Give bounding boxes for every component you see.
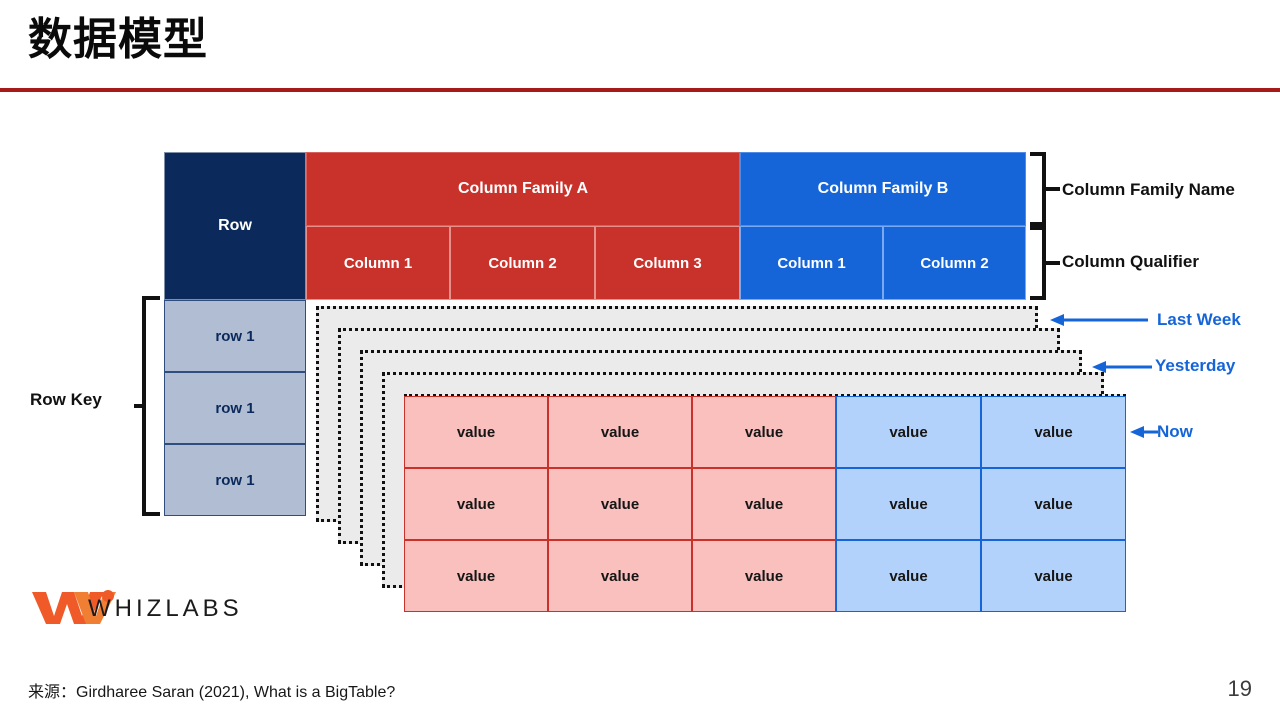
row-header-cell: Row [164,152,306,300]
page-number: 19 [1227,676,1252,701]
value-cell: value [404,468,548,540]
column-header-table: Row Column Family A Column Family B Colu… [164,152,1026,300]
timeline-label-yesterday: Yesterday [1155,356,1236,375]
title-divider [0,88,1280,92]
row-key-label: Row Key [30,390,102,409]
column-qualifier-cell: Column 3 [595,226,740,300]
whizlabs-logo-text: WHIZLABS [88,595,243,622]
value-cell: value [692,468,836,540]
value-cell: value [692,540,836,612]
timeline-label-last-week: Last Week [1157,310,1241,329]
now-arrow-icon [1130,426,1158,438]
row-key-cell: row 1 [164,444,306,516]
value-cell: value [836,396,981,468]
column-family-a-header: Column Family A [306,152,740,226]
value-cell: value [404,396,548,468]
column-qualifier-cell: Column 1 [306,226,450,300]
row-key-cell: row 1 [164,300,306,372]
value-cell: value [692,396,836,468]
value-cell: value [836,468,981,540]
source-citation: 来源：Girdharee Saran (2021), What is a Big… [28,684,396,701]
column-family-b-header: Column Family B [740,152,1026,226]
value-cell: value [548,468,692,540]
value-cell: value [404,540,548,612]
whizlabs-logo-mark [32,590,116,624]
row-key-cell: row 1 [164,372,306,444]
timeline-label-now: Now [1157,422,1193,441]
value-cell: value [981,396,1126,468]
value-cell: value [836,540,981,612]
value-cell: value [981,468,1126,540]
yesterday-arrow-icon [1092,361,1152,373]
value-cell: value [981,540,1126,612]
column-family-name-label: Column Family Name [1062,180,1235,199]
last-week-arrow-icon [1050,314,1148,326]
column-family-name-bracket [1030,152,1060,300]
row-key-bracket [134,296,160,516]
value-grid: value value value value value value valu… [404,396,1126,612]
column-qualifier-label: Column Qualifier [1062,252,1199,271]
column-qualifier-cell: Column 1 [740,226,883,300]
value-cell: value [548,540,692,612]
column-qualifier-cell: Column 2 [883,226,1026,300]
page-title: 数据模型 [28,15,208,64]
column-qualifier-cell: Column 2 [450,226,595,300]
value-cell: value [548,396,692,468]
